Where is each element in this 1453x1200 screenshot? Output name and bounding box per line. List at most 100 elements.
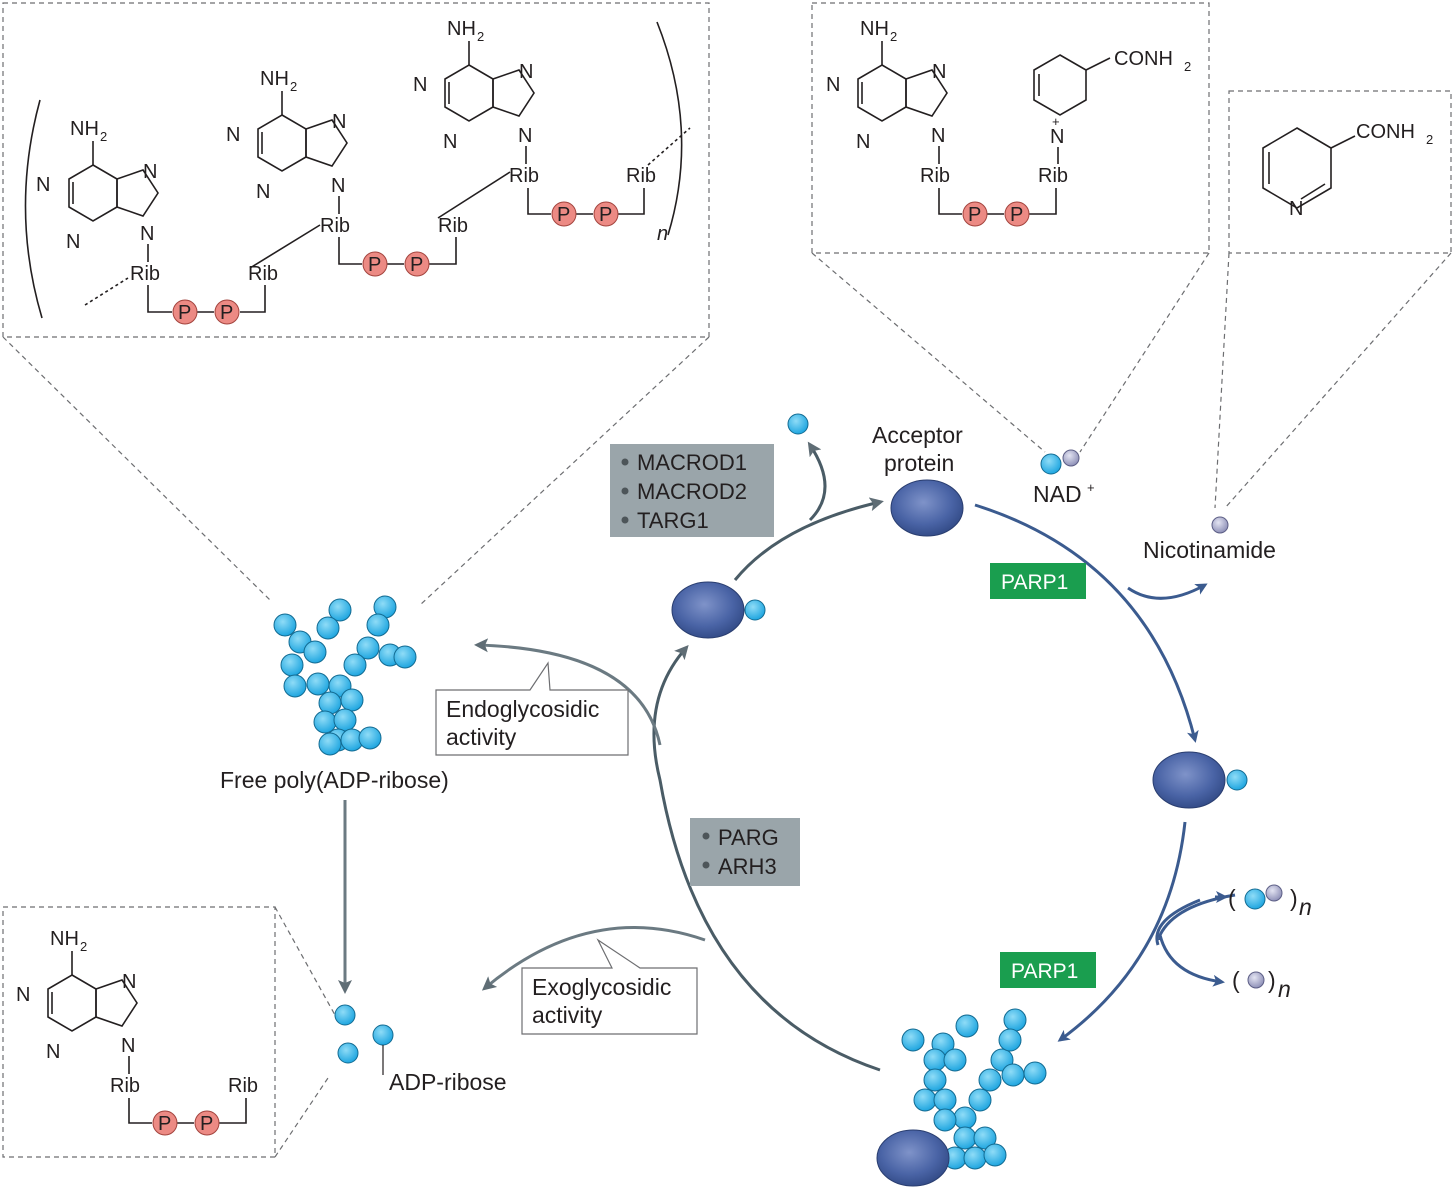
svg-text:N: N bbox=[826, 74, 840, 96]
adp-ribose-unit bbox=[963, 1146, 987, 1170]
svg-text:n: n bbox=[1278, 976, 1291, 1002]
svg-text:2: 2 bbox=[1184, 59, 1191, 74]
svg-text:2: 2 bbox=[80, 939, 87, 954]
svg-text:Rib: Rib bbox=[920, 165, 950, 187]
svg-text:N: N bbox=[36, 174, 50, 196]
adp-ribose-unit bbox=[340, 688, 364, 712]
exoglycosidic-callout: Exoglycosidic activity bbox=[521, 938, 698, 1035]
svg-text:CONH: CONH bbox=[1114, 48, 1173, 70]
svg-text:N: N bbox=[519, 61, 533, 83]
svg-text:+: + bbox=[1052, 114, 1060, 129]
svg-text:Rib: Rib bbox=[509, 165, 539, 187]
par-structure-box bbox=[2, 2, 710, 606]
svg-text:N: N bbox=[413, 74, 427, 96]
svg-text:N: N bbox=[1289, 198, 1303, 220]
nad-label: NAD bbox=[1033, 481, 1082, 507]
adp-ribose-unit bbox=[943, 1048, 967, 1072]
svg-text:2: 2 bbox=[290, 79, 297, 94]
svg-text:Exoglycosidic: Exoglycosidic bbox=[532, 974, 671, 1000]
parp1-label-top: PARP1 bbox=[990, 563, 1086, 599]
nad-structure-box bbox=[811, 2, 1210, 453]
nad-repeat-unit bbox=[1244, 884, 1283, 910]
adp-ribose-unit bbox=[273, 613, 297, 637]
adp-ribose-unit bbox=[1001, 1063, 1025, 1087]
adp-ribose-unit bbox=[955, 1014, 979, 1038]
nicotinamide-label: Nicotinamide bbox=[1143, 537, 1276, 563]
adp-ribose-unit bbox=[283, 674, 307, 698]
svg-text:2: 2 bbox=[477, 29, 484, 44]
adp-ribose-unit bbox=[366, 613, 390, 637]
adp-ribose-unit bbox=[306, 672, 330, 696]
adp-ribose-label: ADP-ribose bbox=[389, 1069, 507, 1095]
svg-text:Rib: Rib bbox=[228, 1075, 258, 1097]
svg-text:): ) bbox=[1268, 967, 1276, 993]
adp-ribose-unit bbox=[328, 598, 352, 622]
free-par-label: Free poly(ADP-ribose) bbox=[220, 767, 449, 793]
svg-text:P: P bbox=[557, 204, 570, 226]
adp-ribose-unit bbox=[953, 1126, 977, 1150]
svg-text:activity: activity bbox=[532, 1002, 603, 1028]
phosphate-group: P P P P P P bbox=[172, 201, 619, 325]
adp-ribose-unit bbox=[1003, 1008, 1027, 1032]
endoglycosidic-callout: Endoglycosidic activity bbox=[435, 661, 629, 756]
svg-text:P: P bbox=[1010, 204, 1023, 226]
adp-ribose-unit bbox=[923, 1048, 947, 1072]
enzyme-arh3: ARH3 bbox=[718, 854, 777, 879]
adp-ribose-unit bbox=[316, 616, 340, 640]
free-par-polymer bbox=[273, 595, 417, 756]
svg-text:NH: NH bbox=[260, 68, 289, 90]
svg-text:2: 2 bbox=[1426, 132, 1433, 147]
svg-text:PARP1: PARP1 bbox=[1011, 960, 1078, 983]
adp-ribose-unit bbox=[303, 640, 327, 664]
svg-text:Rib: Rib bbox=[626, 165, 656, 187]
protein-bound-par-polymer bbox=[901, 1008, 1047, 1170]
svg-text:N: N bbox=[122, 971, 136, 993]
adp-ribose-unit bbox=[393, 645, 417, 669]
svg-text:NH: NH bbox=[50, 928, 79, 950]
nicotinamide-repeat-label: ( ) n bbox=[1232, 967, 1291, 1002]
adp-ribose-unit bbox=[358, 726, 382, 750]
adp-ribose-unit bbox=[923, 1068, 947, 1092]
svg-text:activity: activity bbox=[446, 724, 517, 750]
svg-text:P: P bbox=[368, 254, 381, 276]
svg-text:Rib: Rib bbox=[248, 263, 278, 285]
svg-text:N: N bbox=[16, 984, 30, 1006]
adp-ribose-unit bbox=[978, 1068, 1002, 1092]
adp-ribose-unit bbox=[1023, 1061, 1047, 1085]
svg-text:2: 2 bbox=[100, 129, 107, 144]
adp-ribose-unit bbox=[953, 1106, 977, 1130]
svg-text:P: P bbox=[220, 302, 233, 324]
svg-text:N: N bbox=[331, 175, 345, 197]
svg-text:NH: NH bbox=[447, 18, 476, 40]
svg-text:P: P bbox=[410, 254, 423, 276]
adp-ribose-unit bbox=[901, 1028, 925, 1052]
nicotinamide-molecule bbox=[1211, 516, 1229, 534]
nicotinamide-structure-box bbox=[1214, 90, 1452, 509]
adp-ribose-unit bbox=[343, 653, 367, 677]
svg-text:N: N bbox=[518, 125, 532, 147]
adp-ribose-unit bbox=[318, 691, 342, 715]
svg-text:Rib: Rib bbox=[130, 263, 160, 285]
svg-text:P: P bbox=[158, 1113, 171, 1135]
enzyme-macrod2: MACROD2 bbox=[637, 479, 747, 504]
enzyme-parg: PARG bbox=[718, 825, 779, 850]
nad-molecule bbox=[1040, 449, 1080, 475]
mono-adp-ribosylated-protein-right bbox=[1152, 751, 1248, 809]
svg-text:N: N bbox=[226, 124, 240, 146]
svg-text:P: P bbox=[599, 204, 612, 226]
adp-ribose-unit bbox=[933, 1088, 957, 1112]
enzyme-box-macrod: MACROD1 MACROD2 TARG1 bbox=[610, 444, 774, 537]
repeat-n-label: n bbox=[657, 223, 668, 245]
released-adp-ribose bbox=[787, 413, 809, 435]
svg-text:P: P bbox=[178, 302, 191, 324]
adp-ribose-unit bbox=[333, 708, 357, 732]
adp-ribose-unit bbox=[313, 710, 337, 734]
acceptor-protein bbox=[890, 479, 964, 537]
